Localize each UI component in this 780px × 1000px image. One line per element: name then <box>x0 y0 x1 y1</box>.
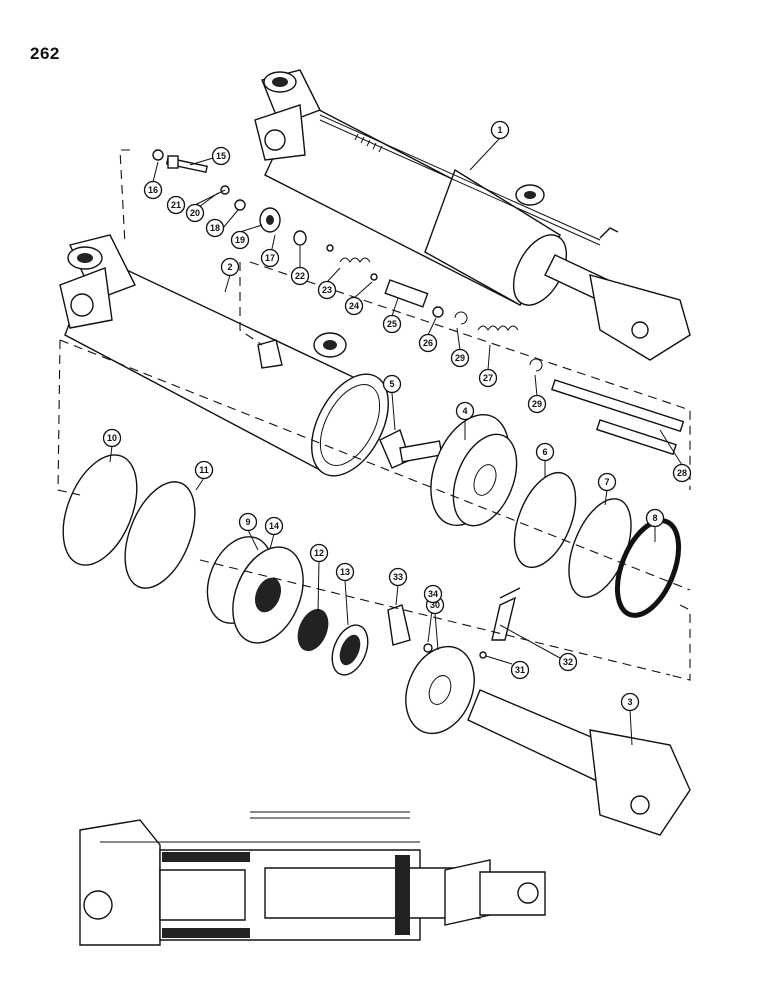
callout-3: 3 <box>620 692 640 712</box>
svg-text:16: 16 <box>148 185 158 195</box>
svg-text:6: 6 <box>542 447 547 457</box>
callout-13: 13 <box>335 562 355 582</box>
callout-29b: 29 <box>527 394 547 414</box>
assembled-cylinder-drawing <box>254 69 691 361</box>
svg-text:32: 32 <box>563 657 573 667</box>
svg-text:9: 9 <box>245 517 250 527</box>
svg-text:12: 12 <box>314 548 324 558</box>
callout-31: 31 <box>510 660 530 680</box>
callout-22: 22 <box>290 266 310 286</box>
callout-19: 19 <box>230 230 250 250</box>
callout-29a: 29 <box>450 348 470 368</box>
callout-18: 18 <box>205 218 225 238</box>
callout-33: 33 <box>388 567 408 587</box>
callout-25: 25 <box>382 314 402 334</box>
callout-5: 5 <box>382 374 402 394</box>
callout-24: 24 <box>344 296 364 316</box>
callout-7: 7 <box>597 472 617 492</box>
callout-2: 2 <box>220 257 240 277</box>
svg-text:29: 29 <box>532 399 542 409</box>
svg-text:11: 11 <box>199 465 209 475</box>
callout-34: 34 <box>423 584 443 604</box>
callout-28: 28 <box>672 463 692 483</box>
svg-text:2: 2 <box>227 262 232 272</box>
svg-text:5: 5 <box>389 379 394 389</box>
svg-text:14: 14 <box>269 521 279 531</box>
callout-16: 16 <box>143 180 163 200</box>
valve-parts-drawing <box>152 149 543 372</box>
piston-components-drawing <box>62 379 691 836</box>
svg-text:18: 18 <box>210 223 220 233</box>
svg-text:22: 22 <box>295 271 305 281</box>
svg-text:7: 7 <box>604 477 609 487</box>
cylinder-barrel-drawing <box>59 234 389 477</box>
svg-text:19: 19 <box>235 235 245 245</box>
callout-20: 20 <box>185 203 205 223</box>
page-number: 262 <box>30 44 60 63</box>
callout-26: 26 <box>418 333 438 353</box>
svg-text:21: 21 <box>171 200 181 210</box>
callout-4: 4 <box>455 401 475 421</box>
callout-14: 14 <box>264 516 284 536</box>
svg-text:30: 30 <box>430 600 440 610</box>
svg-text:17: 17 <box>265 253 275 263</box>
callout-6: 6 <box>535 442 555 462</box>
callout-11: 11 <box>194 460 214 480</box>
svg-text:31: 31 <box>515 665 525 675</box>
svg-text:28: 28 <box>677 468 687 478</box>
callout-23: 23 <box>317 280 337 300</box>
svg-text:34: 34 <box>428 589 438 599</box>
svg-text:4: 4 <box>462 406 467 416</box>
callout-9: 9 <box>238 512 258 532</box>
svg-text:27: 27 <box>483 373 493 383</box>
svg-text:25: 25 <box>387 319 397 329</box>
svg-text:13: 13 <box>340 567 350 577</box>
svg-text:33: 33 <box>393 572 403 582</box>
svg-text:3: 3 <box>627 697 632 707</box>
svg-text:1: 1 <box>497 125 502 135</box>
callout-10: 10 <box>102 428 122 448</box>
callout-8: 8 <box>645 508 665 528</box>
svg-text:8: 8 <box>652 513 657 523</box>
callout-21: 21 <box>166 195 186 215</box>
callout-17: 17 <box>260 248 280 268</box>
svg-text:15: 15 <box>216 151 226 161</box>
callout-1: 1 <box>490 120 510 140</box>
cutaway-section-drawing <box>79 811 546 946</box>
callout-32: 32 <box>558 652 578 672</box>
callout-15: 15 <box>211 146 231 166</box>
callout-12: 12 <box>309 543 329 563</box>
svg-text:10: 10 <box>107 433 117 443</box>
svg-text:26: 26 <box>423 338 433 348</box>
callout-27: 27 <box>478 368 498 388</box>
svg-text:29: 29 <box>455 353 465 363</box>
svg-text:23: 23 <box>322 285 332 295</box>
svg-text:24: 24 <box>349 301 359 311</box>
svg-text:20: 20 <box>190 208 200 218</box>
